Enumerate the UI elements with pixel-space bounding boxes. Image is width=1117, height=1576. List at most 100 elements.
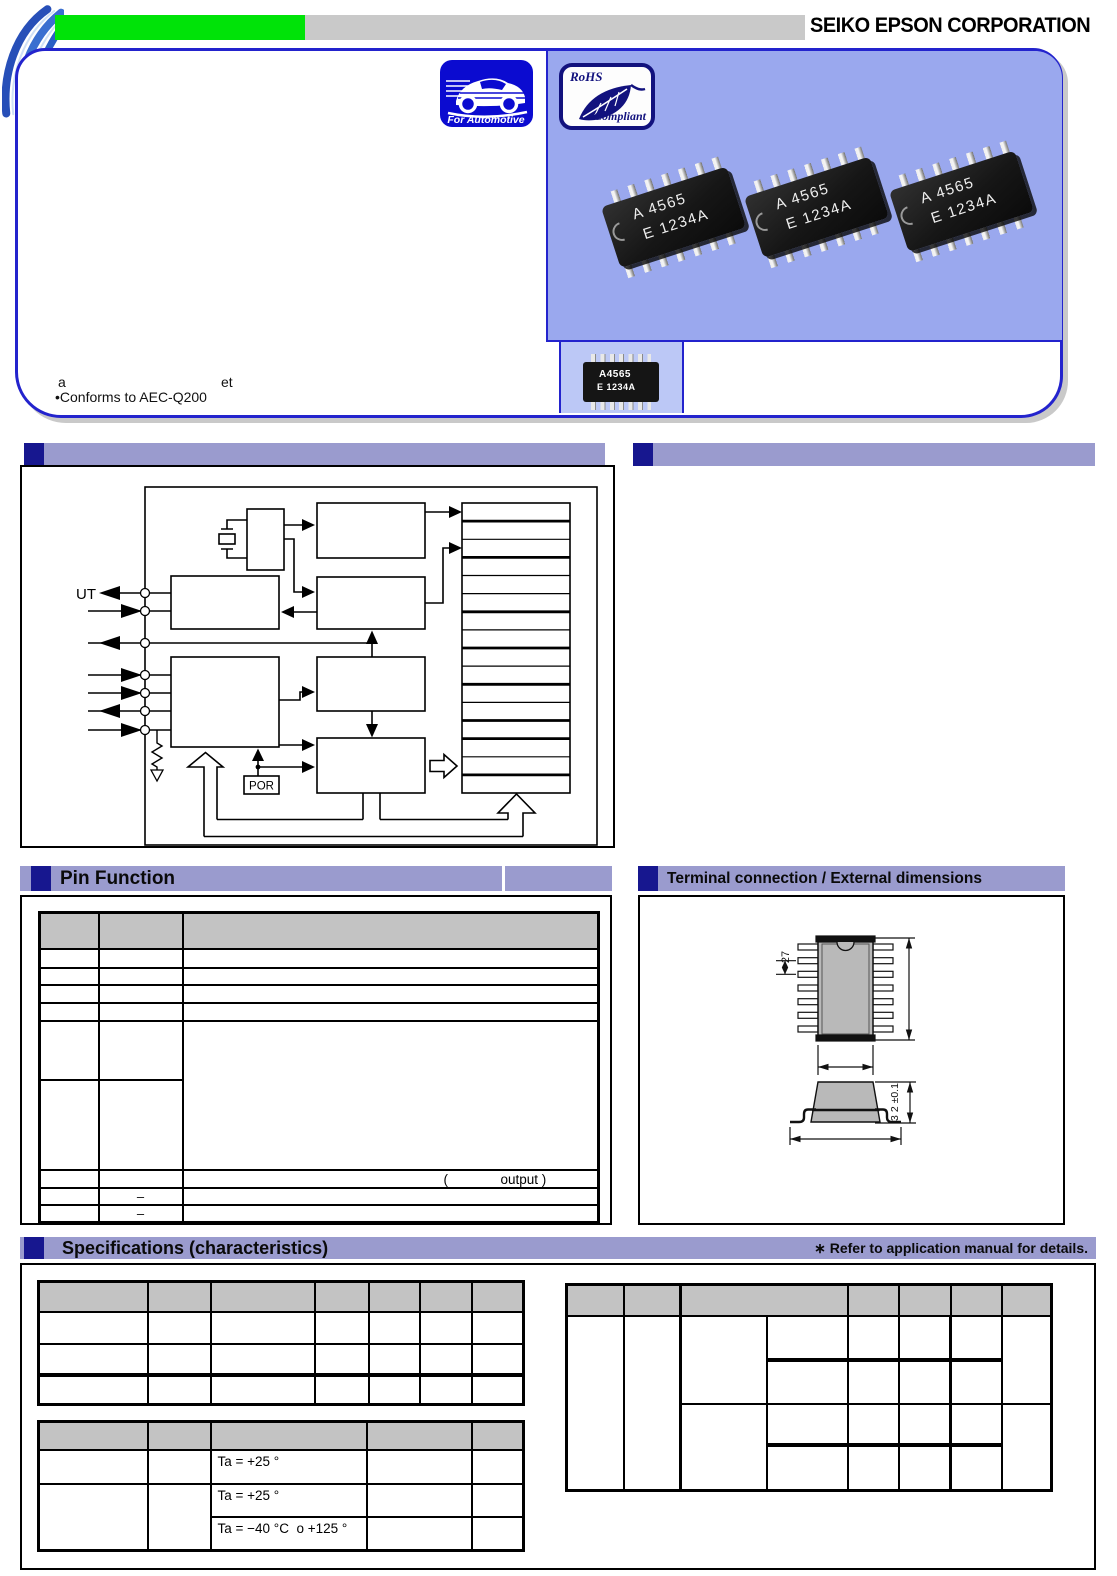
empty-cell	[765, 1443, 849, 1492]
package-drawing: 27 3 2 ±0.1	[776, 935, 916, 1145]
empty-cell	[897, 1314, 952, 1362]
empty-cell	[181, 1186, 600, 1206]
empty-cell	[897, 1443, 952, 1492]
empty-cell	[679, 1314, 768, 1405]
empty-cell	[181, 983, 600, 1004]
empty-cell	[949, 1443, 1003, 1492]
empty-cell	[209, 1310, 316, 1345]
crystal-icon	[218, 519, 247, 559]
empty-cell	[367, 1342, 421, 1377]
header-cell	[37, 1420, 149, 1451]
empty-cell	[181, 1203, 600, 1223]
title-bar-green	[55, 15, 305, 40]
pin-function-title: Pin Function	[60, 868, 176, 889]
header-cell	[949, 1283, 1003, 1317]
spec-table-matrix	[565, 1283, 1053, 1492]
empty-cell	[38, 983, 100, 1004]
corporation-title: SEIKO EPSON CORPORATION	[810, 14, 1091, 37]
logic-box	[316, 737, 426, 794]
empty-cell	[97, 966, 184, 986]
header-cell	[470, 1280, 525, 1313]
hollow-up-arrow-left	[185, 751, 226, 837]
empty-cell	[146, 1448, 212, 1485]
header-cell	[181, 911, 600, 950]
empty-cell	[897, 1358, 952, 1405]
chip-pins	[591, 354, 651, 362]
empty-cell	[38, 966, 100, 986]
header-cell	[846, 1283, 900, 1317]
arrowheads	[99, 506, 462, 773]
header-cell	[418, 1280, 473, 1313]
car-icon	[447, 78, 528, 119]
diagram-connections	[257, 511, 450, 776]
feature-text-et: et	[221, 374, 233, 390]
empty-cell	[765, 1402, 849, 1447]
empty-cell	[146, 1373, 212, 1406]
empty-cell	[897, 1402, 952, 1447]
chip-pins	[591, 402, 651, 410]
empty-cell	[97, 1019, 184, 1081]
spec-table-ratings	[37, 1280, 525, 1406]
condition-cell: Ta = −40 °C o +125 °	[209, 1515, 368, 1552]
empty-cell	[38, 1001, 100, 1022]
empty-cell	[622, 1314, 682, 1492]
chip-body: A4565 E 1234A	[583, 362, 659, 402]
package-side-view	[790, 1081, 901, 1124]
empty-cell	[97, 1168, 184, 1189]
section-bar-right	[633, 443, 1095, 466]
empty-cell	[38, 947, 100, 969]
empty-cell	[765, 1314, 849, 1362]
oscillator-box	[246, 508, 285, 571]
empty-cell	[38, 1019, 100, 1081]
section-bar-left	[24, 443, 605, 466]
register-stack	[461, 502, 571, 794]
empty-cell	[846, 1314, 900, 1362]
header-cell	[313, 1280, 370, 1313]
chip-marking: A4565	[599, 369, 631, 380]
empty-cell	[313, 1310, 370, 1345]
package-photo-panel: A4565 E 1234A	[559, 340, 684, 413]
divider-box	[316, 502, 426, 559]
empty-cell	[846, 1402, 900, 1447]
empty-cell	[181, 966, 600, 986]
spec-table-conditions: Ta = +25 ° Ta = +25 ° Ta = −40 °C o +125…	[37, 1420, 525, 1552]
small-chip-photo: A4565 E 1234A	[583, 354, 659, 410]
section-bar-terminal: Terminal connection / External dimension…	[638, 866, 1065, 891]
leaf-icon	[579, 83, 646, 121]
empty-cell	[418, 1342, 473, 1377]
empty-cell	[367, 1310, 421, 1345]
empty-cell	[470, 1310, 525, 1345]
dimension-arrowheads	[781, 938, 914, 1143]
empty-cell	[37, 1342, 149, 1377]
condition-cell: Ta = +25 °	[209, 1482, 368, 1518]
empty-cell	[679, 1402, 768, 1492]
chip-notch-icon	[609, 218, 635, 245]
header-cell	[565, 1283, 625, 1317]
hollow-right-arrow	[429, 752, 459, 780]
chip-notch-icon	[897, 202, 923, 229]
height-dimension-label: 3 2 ±0.1	[889, 1083, 901, 1121]
empty-cell	[97, 983, 184, 1004]
terminal-title: Terminal connection / External dimension…	[667, 870, 982, 887]
header-cell	[367, 1280, 421, 1313]
chip-notch-icon	[752, 208, 778, 235]
empty-cell	[313, 1342, 370, 1377]
empty-cell	[846, 1443, 900, 1492]
output-note-cell: ( output )	[181, 1168, 600, 1189]
block-diagram: UT POR	[76, 486, 598, 846]
dash-cell: –	[97, 1186, 184, 1206]
merged-description-cell	[181, 1019, 600, 1171]
interface-box	[170, 575, 280, 630]
empty-cell	[97, 947, 184, 969]
middle-box	[316, 656, 426, 712]
header-cell	[897, 1283, 952, 1317]
pin-function-panel: ( output ) – –	[20, 895, 612, 1225]
header-cell	[97, 911, 184, 950]
automotive-badge-label: For Automotive	[447, 114, 524, 126]
header-cell	[365, 1420, 473, 1451]
header-cell	[470, 1420, 525, 1451]
empty-cell	[181, 947, 600, 969]
empty-cell	[418, 1310, 473, 1345]
empty-cell	[37, 1310, 149, 1345]
control-box	[170, 656, 280, 748]
